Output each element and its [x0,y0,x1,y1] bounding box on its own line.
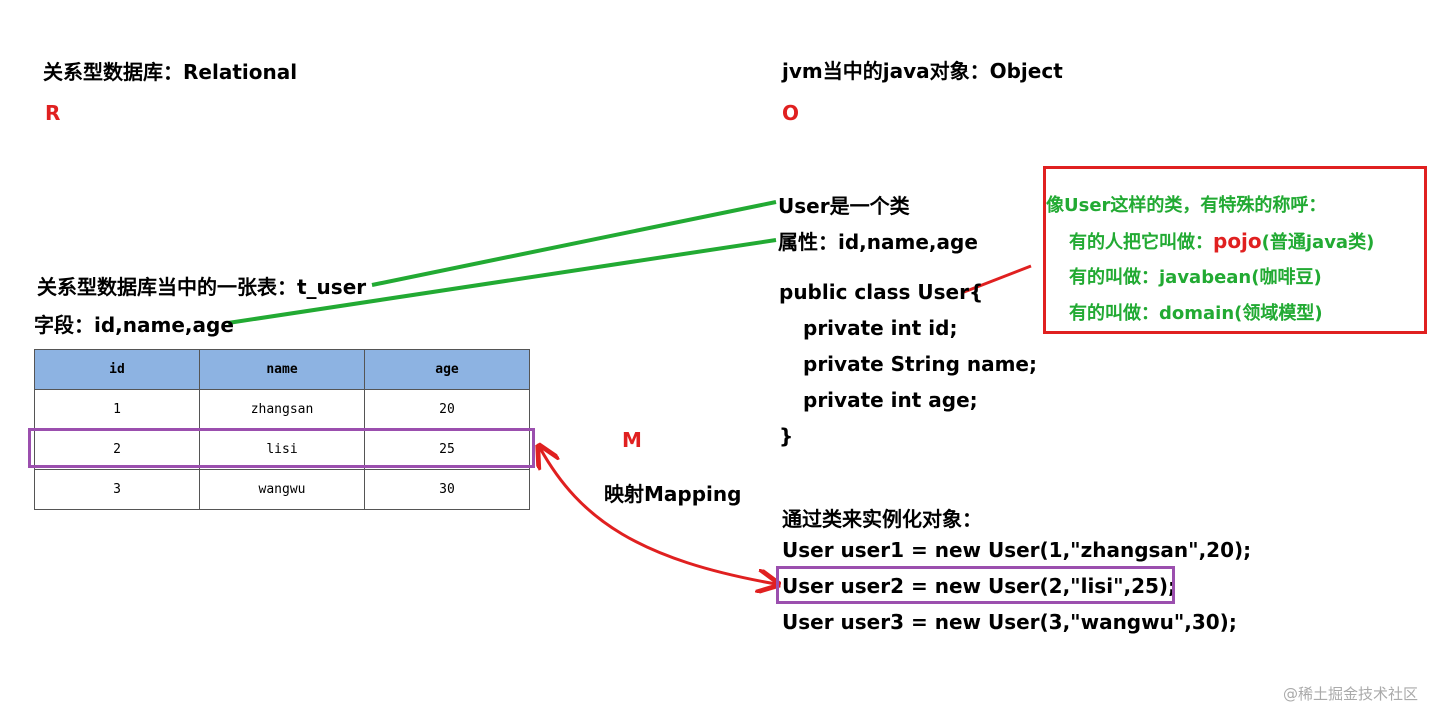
cell-id: 1 [34,389,200,430]
instance-user3: User user3 = new User(3,"wangwu",30); [782,610,1237,634]
cell-name: wangwu [199,469,365,510]
callout-line-domain: 有的叫做：domain(领域模型) [1069,303,1323,324]
red-line-callout-to-class [963,264,1032,294]
callout-line1-suffix: (普通java类) [1261,232,1375,253]
table-row: 2 lisi 25 [34,429,530,470]
code-field-id: private int id; [803,316,958,340]
mapping-arrow [540,448,776,584]
cell-name: zhangsan [199,389,365,430]
header-name: name [199,349,365,390]
letter-o: O [782,101,800,125]
cell-name: lisi [199,429,365,470]
table-label: 关系型数据库当中的一张表：t_user [37,275,367,299]
mapping-label: 映射Mapping [604,482,742,506]
cell-id: 3 [34,469,200,510]
code-class-decl: public class User{ [779,280,984,304]
table-row: 1 zhangsan 20 [34,389,530,430]
instance-user2: User user2 = new User(2,"lisi",25); [782,574,1177,598]
instantiate-label: 通过类来实例化对象： [782,507,982,531]
object-heading: jvm当中的java对象：Object [782,59,1063,83]
pojo-highlight: pojo [1213,229,1262,253]
instance-highlight-box [776,566,1175,604]
code-close-brace: } [779,424,794,448]
attrs-label: 属性：id,name,age [778,230,978,254]
letter-m: M [622,428,642,452]
table-row: 3 wangwu 30 [34,469,530,510]
instance-user1: User user1 = new User(1,"zhangsan",20); [782,538,1252,562]
fields-label: 字段：id,name,age [34,313,234,337]
green-line-table-to-class [371,200,777,287]
header-age: age [364,349,530,390]
green-line-fields-to-attrs [227,238,777,325]
callout-line-javabean: 有的叫做：javabean(咖啡豆) [1069,267,1322,288]
letter-r: R [45,101,61,125]
callout-line1-prefix: 有的人把它叫做： [1069,232,1213,253]
user-table: id name age 1 zhangsan 20 2 lisi 25 3 wa… [34,349,530,510]
pojo-callout-box [1043,166,1427,334]
watermark: @稀土掘金技术社区 [1283,685,1419,703]
table-header-row: id name age [34,349,530,390]
code-field-age: private int age; [803,388,978,412]
row-highlight-box [28,428,535,468]
cell-age: 20 [364,389,530,430]
header-id: id [34,349,200,390]
callout-line-pojo: 有的人把它叫做：pojo(普通java类) [1069,228,1374,254]
class-label: User是一个类 [778,194,910,218]
cell-age: 30 [364,469,530,510]
callout-title: 像User这样的类，有特殊的称呼： [1046,195,1327,216]
relational-heading: 关系型数据库：Relational [43,60,298,84]
code-field-name: private String name; [803,352,1037,376]
